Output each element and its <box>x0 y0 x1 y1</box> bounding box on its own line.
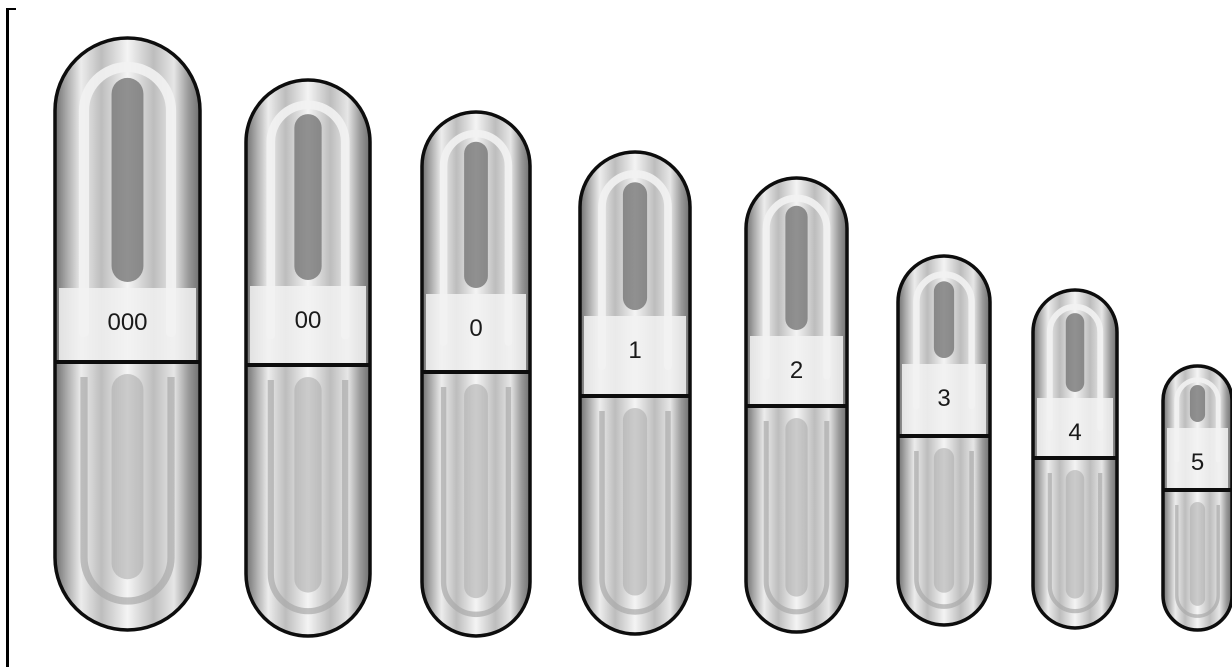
capsule: 0 <box>422 112 530 636</box>
capsule: 1 <box>580 152 690 634</box>
cap-shading <box>934 281 954 358</box>
capsule-size-label: 000 <box>107 309 147 336</box>
body-shading <box>464 384 488 598</box>
capsule: 5 <box>1163 366 1232 630</box>
body-shading <box>934 448 954 593</box>
cap-shading <box>1190 385 1205 422</box>
body-shading <box>294 377 321 593</box>
cap-shading <box>623 182 647 310</box>
cap-shading <box>464 142 488 288</box>
capsule-size-label: 4 <box>1068 419 1081 446</box>
cap-shading <box>294 114 321 280</box>
cap-shading <box>1066 313 1084 392</box>
capsule: 3 <box>898 256 990 625</box>
capsule: 00 <box>246 80 370 636</box>
capsule-size-label: 2 <box>790 357 803 384</box>
cap-shading <box>112 78 144 282</box>
body-shading <box>1066 470 1084 599</box>
body-shading <box>623 408 647 596</box>
top-frame-tick <box>6 8 16 10</box>
body-shading <box>112 374 144 579</box>
body-shading <box>785 418 807 597</box>
left-frame-line <box>6 8 9 667</box>
cap-shading <box>785 206 807 330</box>
capsule-size-label: 1 <box>628 337 641 364</box>
capsule: 000 <box>55 38 200 630</box>
capsule-size-label: 3 <box>937 385 950 412</box>
body-shading <box>1190 502 1205 606</box>
capsule-size-label: 5 <box>1191 449 1204 476</box>
capsule-size-label: 00 <box>295 307 322 334</box>
capsule: 4 <box>1033 290 1117 628</box>
capsule-size-label: 0 <box>469 315 482 342</box>
capsule: 2 <box>746 178 847 632</box>
